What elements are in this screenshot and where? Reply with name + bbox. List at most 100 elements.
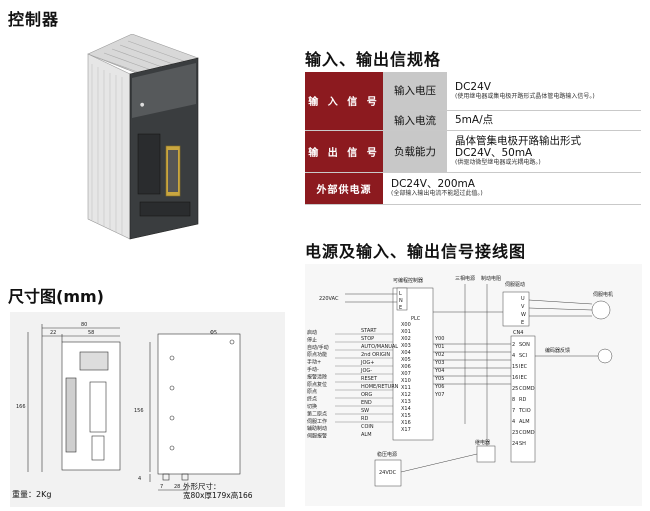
wiring-x-port-14: X16	[401, 420, 411, 426]
wiring-input-8: 原点	[307, 389, 317, 395]
wiring-cn-pin-2: IEC	[519, 364, 528, 370]
wiring-x-port-3: X03	[401, 343, 411, 349]
wiring-input-11: 第二原点	[307, 410, 327, 417]
io-spec-table: 输 入 信 号 输入电压 DC24V (使用继电器或集电极开路形式晶体管电路输入…	[305, 72, 641, 205]
wiring-cn-num-9: 24	[512, 441, 518, 447]
wiring-y-port-0: Y00	[434, 336, 444, 342]
io-spec-heading: 输入、输出信规格	[305, 50, 442, 69]
wiring-y-port-6: Y06	[434, 384, 444, 390]
wiring-cn-num-3: 16	[512, 375, 518, 381]
wiring-uvw-3: E	[521, 320, 524, 326]
wiring-cn-pin-1: SCI	[519, 353, 527, 359]
controller-heading: 控制器	[8, 10, 60, 29]
wiring-terminal-2: E	[399, 305, 402, 311]
dim-width-a: 22	[50, 330, 56, 336]
wiring-cn-pin-0: SON	[519, 342, 530, 348]
wiring-y-port-2: Y02	[434, 352, 444, 358]
wiring-terminal-0: L	[399, 291, 402, 297]
wiring-cn-pin-7: ALM	[519, 419, 530, 425]
wiring-y-port-4: Y04	[434, 368, 444, 374]
wiring-signal-5: JOG-	[360, 368, 372, 374]
wiring-signal-6: RESET	[361, 376, 378, 382]
wiring-input-2: 自动/手动	[307, 344, 329, 351]
dimensions-heading: 尺寸图(mm)	[8, 287, 104, 306]
wiring-cn-pin-9: SH	[519, 441, 526, 447]
encoder-label: 编码器反馈	[545, 347, 570, 354]
ext-supply-group: 外部供电源	[305, 172, 383, 205]
svg-text:●: ●	[140, 102, 145, 108]
wiring-cn-num-4: 25	[512, 386, 518, 392]
wiring-x-port-9: X11	[401, 385, 411, 391]
relay-label: 继电器	[475, 439, 490, 446]
outline-line-2: 宽80x厚179x高166	[183, 491, 253, 500]
output-signal-group: 输 出 信 号	[305, 130, 383, 173]
dim-bottom-a: 4	[138, 476, 141, 482]
wiring-x-port-7: X07	[401, 371, 411, 377]
load-note: (供驱动微型继电器或光耦电路。)	[455, 159, 541, 166]
psu-voltage: 24VDC	[379, 470, 397, 476]
wiring-signal-2: AUTO/MANUAL	[361, 344, 398, 350]
wiring-signal-4: JOG+	[360, 360, 374, 366]
wiring-cn-pin-8: COMD	[519, 430, 535, 436]
wiring-input-12: 伺服工作	[307, 418, 327, 425]
wiring-panel	[305, 264, 642, 506]
controller-photo: ●	[87, 34, 199, 240]
weight-label: 重量：2Kg	[12, 490, 52, 499]
wiring-signal-13: ALM	[361, 432, 372, 438]
wiring-input-5: 手动-	[307, 366, 319, 373]
outline-line-1: 外形尺寸：	[183, 482, 221, 491]
wiring-signal-8: ORG	[361, 392, 372, 398]
three-phase-label: 三相电源	[455, 275, 475, 282]
wiring-signal-0: START	[361, 328, 377, 334]
input-signal-group: 输 入 信 号	[305, 72, 383, 131]
dim-bottom-c: 28	[174, 484, 180, 490]
wiring-input-10: 切换	[307, 403, 317, 410]
dim-bottom-b: 7	[160, 484, 163, 490]
wiring-x-port-2: X02	[401, 336, 411, 342]
wiring-uvw-0: U	[521, 296, 525, 302]
wiring-uvw-2: W	[521, 312, 526, 318]
load-cell: 晶体管集电极开路输出形式 DC24V、50mA (供驱动微型继电器或光耦电路。)	[447, 130, 641, 173]
input-current-value: 5mA/点	[447, 110, 641, 131]
wiring-input-0: 启动	[307, 329, 317, 336]
wiring-x-port-15: X17	[401, 427, 411, 433]
wiring-x-port-5: X05	[401, 357, 411, 363]
wiring-input-1: 停止	[307, 336, 317, 343]
wiring-cn-num-1: 4	[512, 353, 515, 359]
wiring-input-13: 辅助制动	[307, 425, 327, 432]
motor-label: 伺服电机	[593, 291, 613, 298]
wiring-signal-1: STOP	[361, 336, 374, 342]
plc-caption: 可编程控制器	[393, 277, 423, 284]
mains-label: 220VAC	[319, 296, 339, 302]
wiring-cn-pin-3: IEC	[519, 375, 528, 381]
wiring-cn-num-8: 23	[512, 430, 518, 436]
wiring-y-port-3: Y03	[434, 360, 444, 366]
wiring-signal-9: END	[361, 400, 372, 406]
dim-height-inner: 156	[134, 408, 144, 414]
wiring-input-14: 伺服报警	[307, 433, 327, 440]
wiring-y-port-5: Y05	[434, 376, 444, 382]
input-current-label: 输入电流	[383, 110, 447, 131]
wiring-cn-pin-4: COMD	[519, 386, 535, 392]
wiring-x-port-8: X10	[401, 378, 411, 384]
wiring-signal-10: SW	[361, 408, 369, 414]
wiring-diagram: 三相电源 220VAC 制动电阻 伺服驱动 伺服电机 可编程控制器 PLC 编码…	[307, 275, 613, 487]
wiring-terminal-1: N	[399, 298, 403, 304]
wiring-cn-num-2: 15	[512, 364, 518, 370]
wiring-input-9: 终点	[307, 396, 317, 403]
wiring-input-6: 报警清除	[307, 373, 327, 380]
wiring-x-port-1: X01	[401, 329, 411, 335]
load-value-1: 晶体管集电极开路输出形式	[455, 135, 581, 147]
wiring-y-port-1: Y01	[434, 344, 444, 350]
wiring-y-port-7: Y07	[434, 392, 444, 398]
load-value-2: DC24V、50mA	[455, 147, 533, 159]
dim-width-total: 80	[81, 322, 87, 328]
wiring-x-port-0: X00	[401, 322, 411, 328]
ext-cell: DC24V、200mA (全部输入输出电流不能超过此值。)	[383, 172, 641, 205]
input-voltage-cell: DC24V (使用继电器或集电极开路形式晶体管电路输入信号。)	[447, 72, 641, 111]
wiring-x-port-12: X14	[401, 406, 411, 412]
wiring-uvw-1: V	[521, 304, 525, 310]
brake-label: 制动电阻	[481, 275, 501, 282]
wiring-cn-pin-5: RD	[519, 397, 526, 403]
wiring-x-port-10: X12	[401, 392, 411, 398]
